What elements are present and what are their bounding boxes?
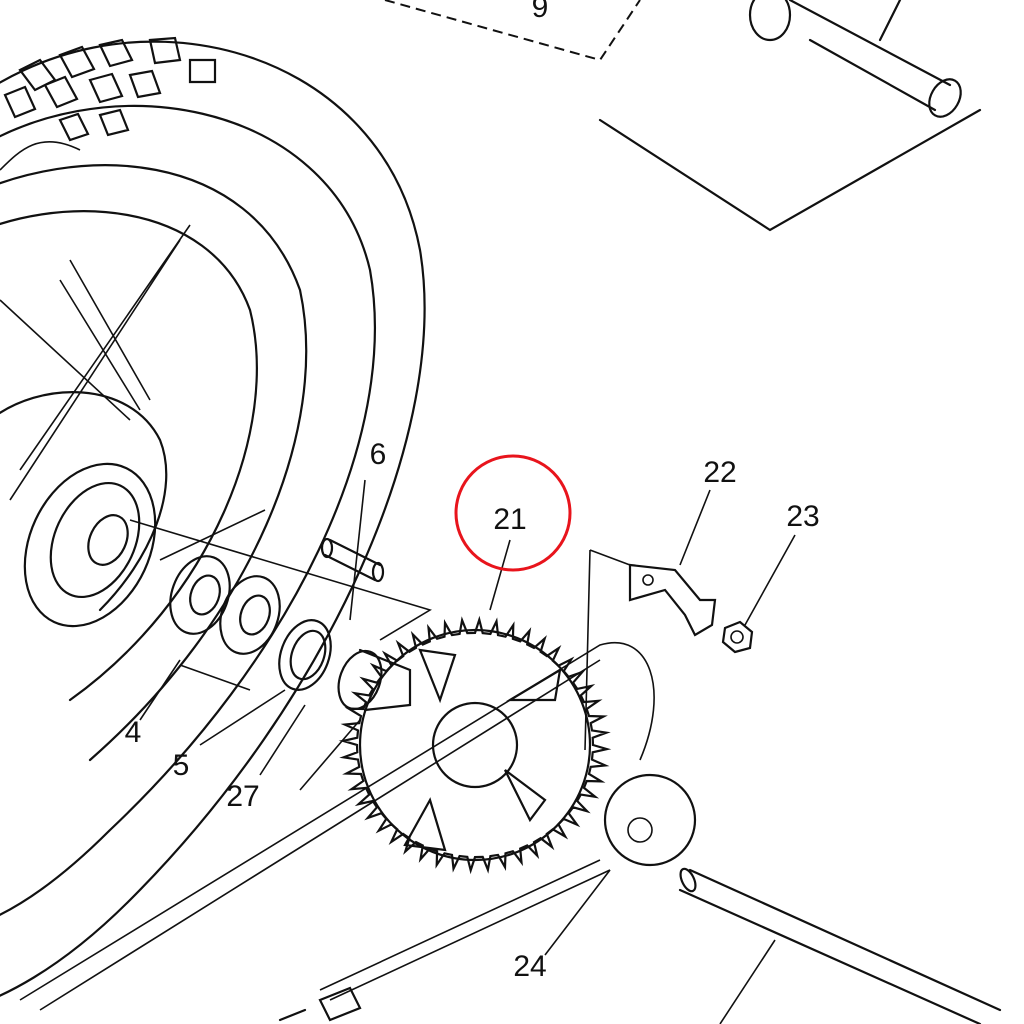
leader-lines [489,489,796,1024]
callout-27[interactable]: 27 [226,780,260,813]
drive-chain [19,642,655,1022]
nut-part-23 [721,620,754,654]
collar-part-9 [384,0,982,232]
callout-4[interactable]: 4 [124,716,142,749]
rear-sprocket-part-21 [338,615,612,875]
callout-22[interactable]: 22 [703,456,737,489]
bearings [129,479,432,791]
callout-24[interactable]: 24 [513,950,547,983]
callout-21[interactable]: 21 [493,503,527,536]
sprocket-teeth [338,615,612,875]
callout-9[interactable]: 9 [531,0,549,24]
drive-sprocket-part-24 [603,773,1002,1024]
highlight-circle [454,454,572,572]
wheel-hub [0,224,191,628]
rear-tire [0,36,426,997]
callout-5[interactable]: 5 [172,749,190,782]
callout-23[interactable]: 23 [786,500,820,533]
bracket-part-22 [584,549,717,751]
callout-6[interactable]: 6 [369,438,387,471]
tire-tread [3,36,217,142]
